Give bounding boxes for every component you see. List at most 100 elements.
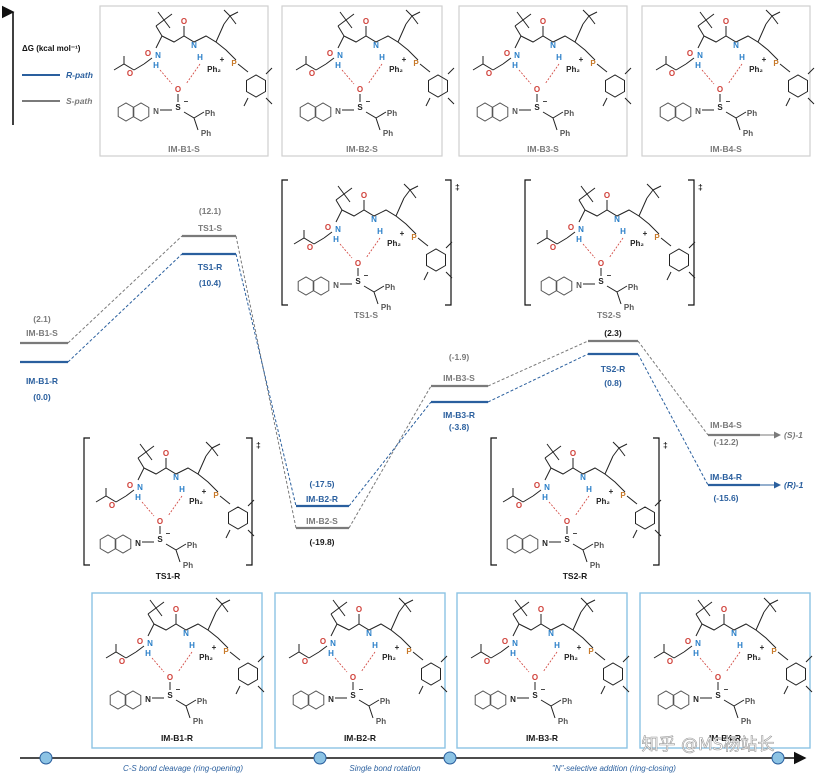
atom-ph2: Ph₂ <box>630 239 644 248</box>
bond <box>288 644 320 659</box>
atom-p: P <box>773 59 779 68</box>
mesityl-ring <box>428 74 448 98</box>
product-r: (R)-1 <box>784 480 804 490</box>
atom-o: O <box>516 501 522 510</box>
bond <box>205 441 221 457</box>
atom-h: H <box>335 61 341 70</box>
atom-o: O <box>157 517 163 526</box>
value-im-b2-r: (-17.5) <box>309 479 334 489</box>
value-ts2-s: (2.3) <box>604 328 622 338</box>
atom-ph: Ph <box>743 129 753 138</box>
naphthyl-ring <box>314 102 332 122</box>
atom-n: N <box>153 107 159 116</box>
atom-ph2: Ph₂ <box>389 65 403 74</box>
atom-o: O <box>502 637 508 646</box>
atom-ph: Ph <box>590 561 600 570</box>
bond <box>159 69 173 85</box>
bond <box>626 495 638 505</box>
atom-ph2: Ph₂ <box>566 65 580 74</box>
reaction-coordinate: C-S bond cleavage (ring-opening) Single … <box>20 751 807 773</box>
watermark: 知乎 @MS杨站长 <box>642 735 775 755</box>
charge-plus: + <box>400 229 405 238</box>
atom-o: O <box>532 673 538 682</box>
bond <box>137 443 155 461</box>
atom-n: N <box>366 629 372 638</box>
bond <box>143 23 237 65</box>
box-label-im-b3-s: IM-B3-S <box>527 144 559 154</box>
bond <box>699 657 713 673</box>
atom-n: N <box>510 695 516 704</box>
atom-p: P <box>588 647 594 656</box>
atom-ph: Ph <box>376 717 386 726</box>
atom-n: N <box>512 639 518 648</box>
atom-h: H <box>586 485 592 494</box>
atom-p: P <box>590 59 596 68</box>
atom-s: S <box>355 277 361 286</box>
naphthyl-ring <box>99 534 117 554</box>
bond <box>646 183 662 199</box>
bond <box>500 611 594 653</box>
bond <box>660 237 672 247</box>
atom-ph: Ph <box>628 283 638 292</box>
atom-h: H <box>333 235 339 244</box>
atom-n: N <box>147 639 153 648</box>
step-label-3: "N"-selective addition (ring-closing) <box>552 764 676 773</box>
bond <box>167 495 183 517</box>
value-ts1-s: (12.1) <box>199 206 221 216</box>
atom-o: O <box>598 259 604 268</box>
bond <box>113 56 145 71</box>
atom-ph2: Ph₂ <box>564 653 578 662</box>
value-im-b1-s: (2.1) <box>33 314 51 324</box>
bond <box>763 597 779 613</box>
atom-o: O <box>356 605 362 614</box>
atom-n: N <box>542 539 548 548</box>
atom-ph2: Ph₂ <box>199 653 213 662</box>
naphthyl-ring <box>114 534 132 554</box>
atom-ph: Ph <box>193 717 203 726</box>
atom-o: O <box>568 223 574 232</box>
bond <box>572 543 594 563</box>
naphthyl-ring <box>109 690 127 710</box>
bond <box>540 699 562 719</box>
bond <box>325 23 419 65</box>
value-im-b4-r: (-15.6) <box>713 493 738 503</box>
atom-o: O <box>361 191 367 200</box>
bond <box>339 243 353 259</box>
value-ts1-r: (10.4) <box>199 278 221 288</box>
bond <box>582 9 598 25</box>
atom-n: N <box>614 215 620 224</box>
atom-ph2: Ph₂ <box>747 653 761 662</box>
bond <box>323 197 417 239</box>
bond <box>360 651 376 673</box>
atom-o: O <box>167 673 173 682</box>
bond <box>725 651 741 673</box>
bond <box>502 488 534 503</box>
bond <box>697 11 715 29</box>
bond <box>185 63 201 85</box>
bond <box>783 655 813 695</box>
charge-plus: + <box>579 55 584 64</box>
bond <box>358 699 380 719</box>
naphthyl-ring <box>491 102 509 122</box>
atom-n: N <box>576 281 582 290</box>
atom-h: H <box>135 493 141 502</box>
atom-o: O <box>550 243 556 252</box>
atom-ph2: Ph₂ <box>749 65 763 74</box>
profile-connectors <box>67 235 709 529</box>
atom-p: P <box>213 491 219 500</box>
charge-plus: + <box>760 643 765 652</box>
atom-ph2: Ph₂ <box>189 497 203 506</box>
atom-p: P <box>413 59 419 68</box>
atom-o: O <box>721 605 727 614</box>
atom-n: N <box>580 473 586 482</box>
atom-o: O <box>484 657 490 666</box>
box-label-im-b2-r: IM-B2-R <box>344 733 376 743</box>
bond <box>655 56 687 71</box>
atom-o: O <box>540 17 546 26</box>
atom-o: O <box>109 501 115 510</box>
atom-p: P <box>223 647 229 656</box>
